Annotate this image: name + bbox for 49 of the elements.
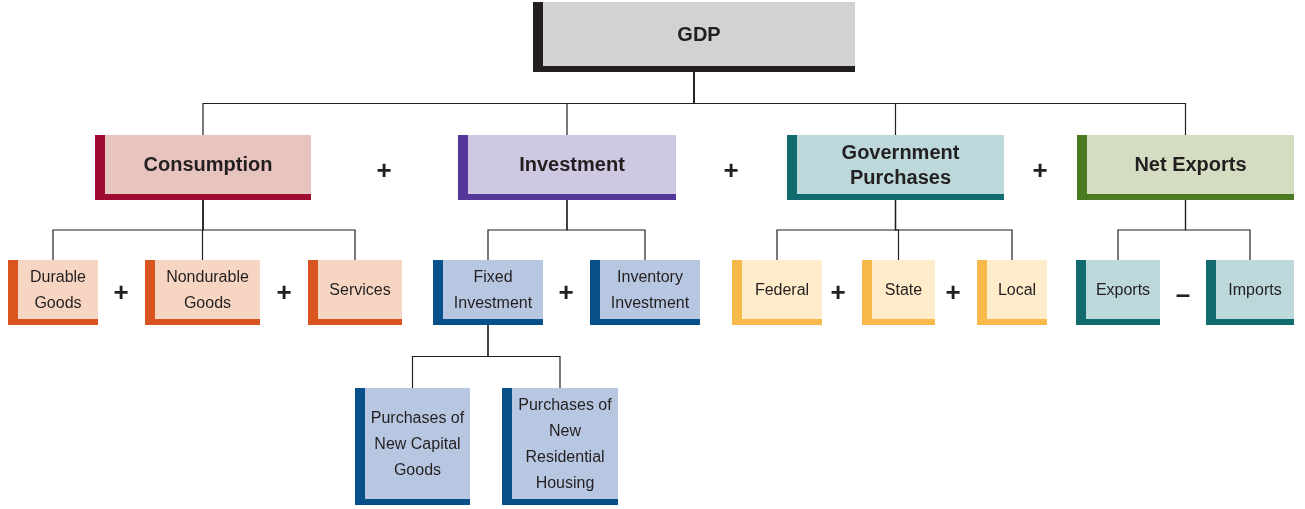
connector-line: [487, 324, 561, 389]
operator-sign: +: [558, 279, 574, 305]
operator-sign: +: [276, 279, 292, 305]
category-label: Services: [328, 279, 392, 300]
operator-sign: +: [945, 279, 961, 305]
connector-line: [202, 199, 356, 261]
category-box: [862, 260, 935, 325]
category-label: Government Purchases: [840, 139, 961, 190]
category-label: State: [883, 279, 924, 300]
category-box: [732, 260, 822, 325]
category-box: [433, 260, 543, 325]
connector-line: [1184, 199, 1251, 261]
category-label: Investment: [518, 152, 626, 177]
connector-line: [566, 199, 646, 261]
category-label: Federal: [753, 279, 811, 300]
category-label: Inventory Investment: [609, 266, 691, 313]
category-label: Purchases of New Capital Goods: [369, 407, 466, 480]
category-label: Imports: [1227, 279, 1283, 300]
connector-line: [693, 71, 1187, 136]
category-label: Durable Goods: [29, 266, 87, 313]
connector-line: [894, 199, 1013, 261]
category-box: [977, 260, 1047, 325]
category-box: [458, 135, 676, 200]
category-box: [145, 260, 260, 325]
operator-sign: +: [376, 157, 392, 183]
category-box: [787, 135, 1004, 200]
category-box: [1077, 135, 1294, 200]
category-label: Local: [996, 279, 1038, 300]
category-label: GDP: [676, 21, 722, 47]
category-box: [533, 2, 855, 72]
category-label: Net Exports: [1133, 152, 1248, 177]
category-box: [1206, 260, 1294, 325]
category-label: Nondurable Goods: [165, 266, 250, 313]
operator-sign: +: [1032, 157, 1048, 183]
category-box: [308, 260, 402, 325]
category-box: [8, 260, 98, 325]
operator-sign: –: [1175, 281, 1191, 307]
category-box: [1076, 260, 1160, 325]
category-label: Purchases of New Residential Housing: [517, 394, 613, 493]
category-box: [355, 388, 470, 505]
category-label: Exports: [1094, 279, 1152, 300]
operator-sign: +: [830, 279, 846, 305]
category-box: [502, 388, 618, 505]
category-label: Fixed Investment: [452, 266, 534, 313]
category-box: [590, 260, 700, 325]
operator-sign: +: [113, 279, 129, 305]
category-box: [95, 135, 311, 200]
operator-sign: +: [723, 157, 739, 183]
category-label: Consumption: [142, 152, 274, 177]
